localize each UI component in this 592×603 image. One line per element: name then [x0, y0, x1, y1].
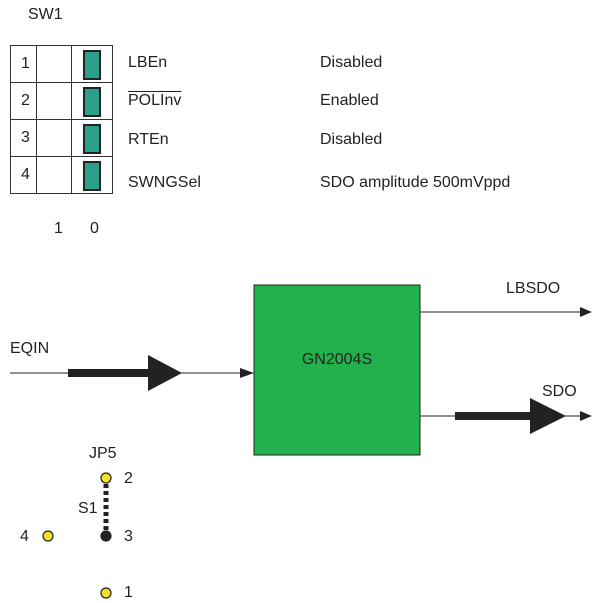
pin-3-label: 3: [124, 528, 133, 545]
switch-position-1-cell: [36, 45, 72, 83]
switch-s1-label: S1: [78, 500, 98, 517]
switch-title: SW1: [28, 6, 63, 23]
block-label: GN2004S: [301, 351, 373, 368]
switch-position-0-cell: [71, 156, 113, 194]
dip-switch-table: 1 2 3 4: [10, 45, 113, 194]
switch-number: 4: [10, 156, 37, 194]
eqin-bus-bar: [68, 369, 150, 377]
sdo-arrowhead: [580, 411, 592, 421]
pin-2-label: 2: [124, 470, 133, 487]
switch-lever[interactable]: [83, 124, 101, 154]
pin-1-label: 1: [124, 584, 133, 601]
signal-name-swngsel: SWNGSel: [128, 174, 201, 191]
signal-name-rten: RTEn: [128, 131, 169, 148]
pin-4[interactable]: [42, 530, 54, 542]
eqin-bus-arrowhead: [148, 355, 182, 391]
pin-4-label: 4: [20, 528, 29, 545]
gn2004s-block: [253, 284, 421, 456]
signal-name-lbeen: LBEn: [128, 54, 168, 71]
pin-1[interactable]: [100, 587, 112, 599]
switch-position-1-cell: [36, 156, 72, 194]
switch-lever[interactable]: [83, 161, 101, 191]
eqin-arrowhead: [240, 368, 254, 378]
switch-position-0-cell: [71, 119, 113, 157]
switch-row: 3: [10, 119, 113, 157]
switch-row: 4: [10, 156, 113, 194]
jumper-label: JP5: [89, 445, 117, 462]
column-label-1: 1: [54, 220, 63, 237]
state-text: Disabled: [320, 54, 383, 71]
state-text: Disabled: [320, 131, 383, 148]
switch-position-0-cell: [71, 82, 113, 120]
state-text: SDO amplitude 500mVppd: [320, 174, 511, 191]
pin-2[interactable]: [100, 472, 112, 484]
input-signal-label: EQIN: [10, 340, 50, 357]
sdo-bus-arrowhead: [530, 398, 566, 434]
switch-row: 1: [10, 45, 113, 83]
signal-name-polinv: POLInv: [128, 92, 182, 109]
switch-lever[interactable]: [83, 50, 101, 80]
switch-lever[interactable]: [83, 87, 101, 117]
switch-row: 2: [10, 82, 113, 120]
pin-3[interactable]: [100, 530, 112, 542]
loopback-output-label: LBSDO: [506, 280, 561, 297]
switch-position-0-cell: [71, 45, 113, 83]
state-text: Enabled: [320, 92, 379, 109]
switch-position-1-cell: [36, 82, 72, 120]
column-label-0: 0: [90, 220, 99, 237]
sdo-bus-bar: [455, 412, 533, 420]
switch-number: 2: [10, 82, 37, 120]
output-label: SDO: [542, 383, 577, 400]
lbsdo-arrowhead: [580, 307, 592, 317]
